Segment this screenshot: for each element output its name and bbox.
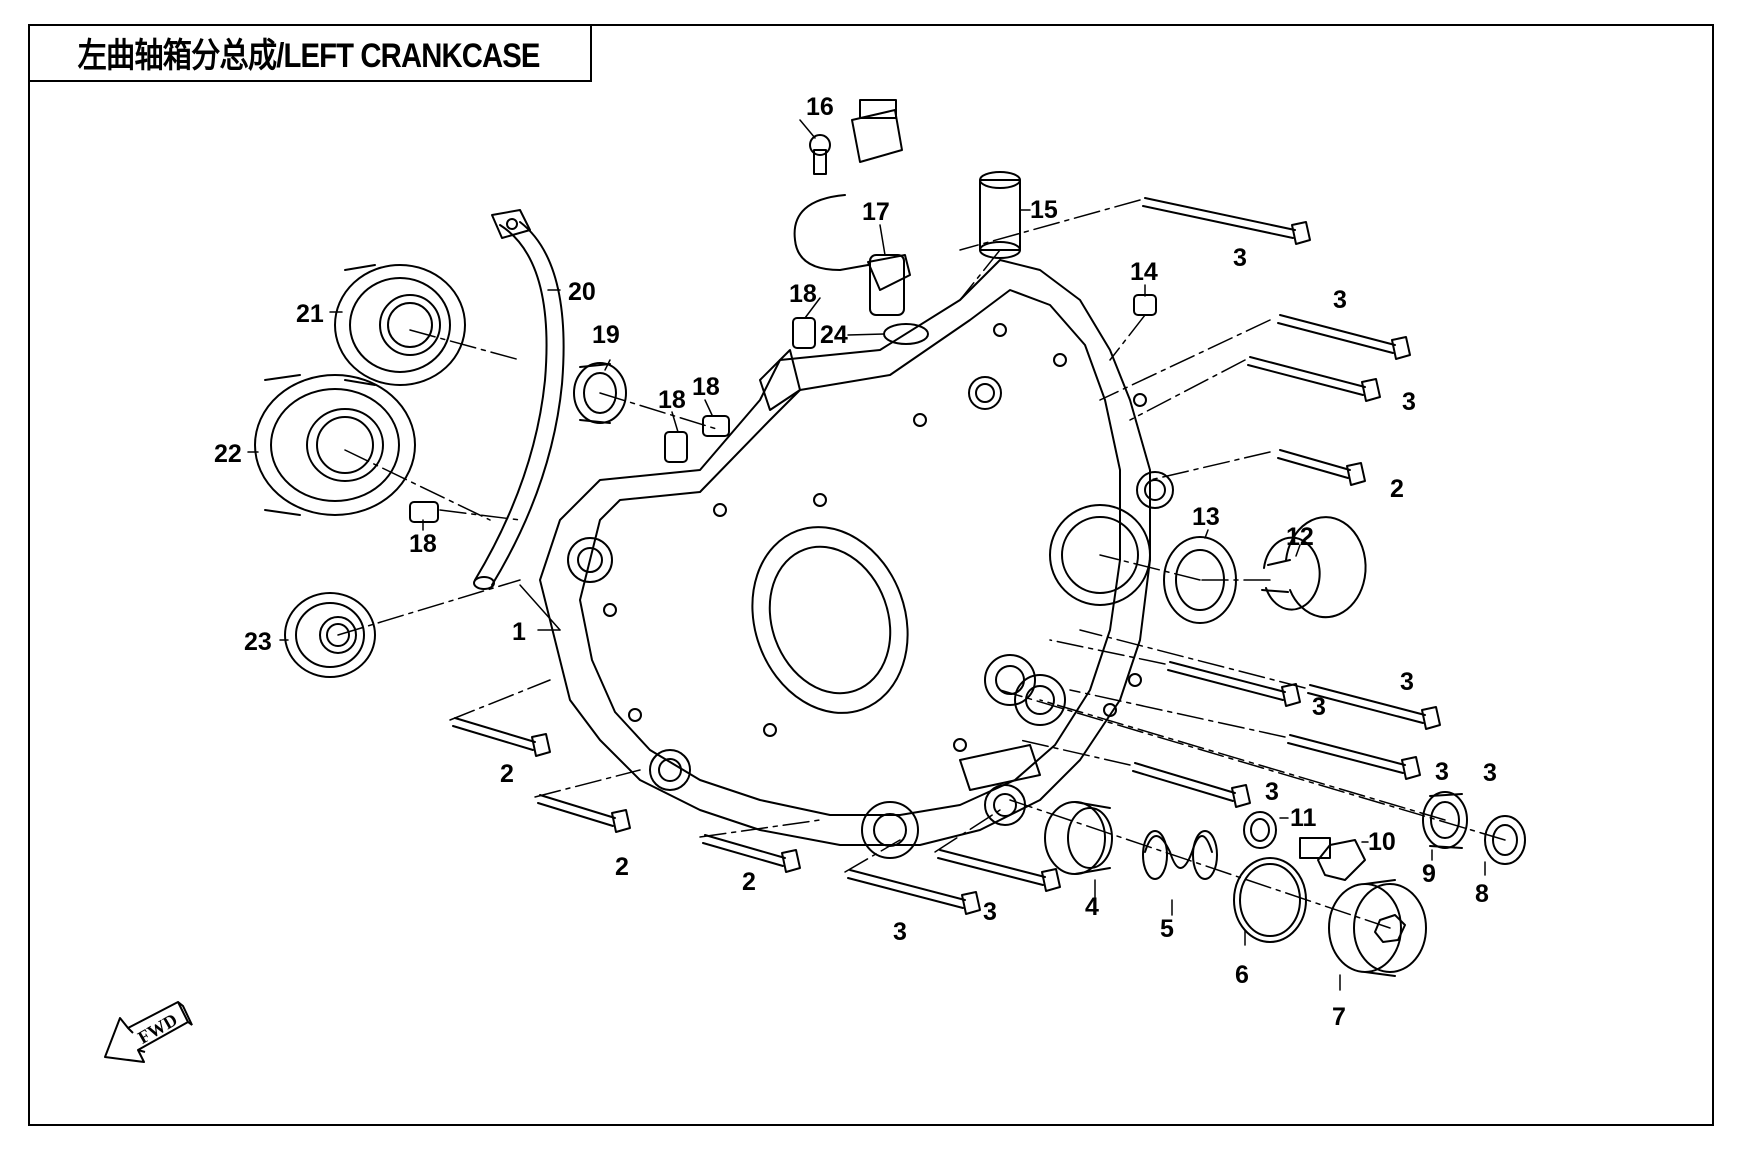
callout-3d: 3	[1400, 668, 1414, 696]
callout-3j: 3	[1483, 759, 1497, 787]
callout-3a: 3	[1233, 244, 1247, 272]
bolts	[452, 197, 1441, 915]
callout-21: 21	[296, 300, 324, 328]
callout-24: 24	[820, 321, 848, 349]
callout-17: 17	[862, 198, 890, 226]
callout-12: 12	[1286, 523, 1314, 551]
callout-7: 7	[1332, 1003, 1346, 1031]
callout-23: 23	[244, 628, 272, 656]
callout-18b: 18	[692, 373, 720, 401]
callout-2b: 2	[615, 853, 629, 881]
callout-2c: 2	[742, 868, 756, 896]
callout-4: 4	[1085, 893, 1099, 921]
spring-5	[1142, 830, 1218, 880]
circlip-12	[1261, 516, 1367, 619]
callout-labels: 1 2 2 2 2 3 3 3 3 3 3 3 3 3 3 4 5 6 7 8 …	[214, 93, 1497, 1031]
callout-19: 19	[592, 321, 620, 349]
title-box: 左曲轴箱分总成/LEFT CRANKCASE	[28, 24, 592, 82]
callout-11: 11	[1290, 804, 1317, 832]
callout-16: 16	[806, 93, 834, 121]
callout-18c: 18	[658, 386, 686, 414]
callout-3h: 3	[983, 898, 997, 926]
fwd-arrow: FWD	[104, 1001, 193, 1063]
callout-18a: 18	[789, 280, 817, 308]
callout-9: 9	[1422, 860, 1436, 888]
drawing-frame	[28, 24, 1714, 1126]
callout-1: 1	[512, 618, 526, 646]
bolt-10	[1299, 837, 1366, 881]
callout-3b: 3	[1333, 286, 1347, 314]
washer-11	[1243, 811, 1277, 849]
callout-5: 5	[1160, 915, 1174, 943]
callout-15: 15	[1030, 196, 1058, 224]
dowel-pins-18	[409, 317, 816, 523]
callout-10: 10	[1368, 828, 1396, 856]
callout-3i: 3	[893, 918, 907, 946]
diagram-title: 左曲轴箱分总成/LEFT CRANKCASE	[78, 36, 541, 75]
callout-20: 20	[568, 278, 596, 306]
callout-3g: 3	[1265, 778, 1279, 806]
callout-8: 8	[1475, 880, 1489, 908]
crankcase-body	[539, 259, 1174, 859]
callout-13: 13	[1192, 503, 1220, 531]
callout-22: 22	[214, 440, 242, 468]
callout-3c: 3	[1402, 388, 1416, 416]
callout-3e: 3	[1312, 693, 1326, 721]
bearing-23	[284, 592, 376, 678]
alignment-lines	[337, 199, 1506, 929]
seal-8	[1484, 815, 1526, 865]
bearing-22	[254, 374, 416, 516]
oil-pipe-20	[473, 209, 565, 590]
bearing-21	[334, 264, 466, 386]
plug-14	[1133, 294, 1157, 316]
cap-4	[1044, 801, 1113, 875]
callout-2d: 2	[1390, 475, 1404, 503]
leader-lines	[247, 119, 1486, 991]
callout-3f: 3	[1435, 758, 1449, 786]
bearing-9	[1422, 791, 1468, 849]
fitting-15	[979, 171, 1021, 259]
bush-19	[573, 362, 627, 424]
callout-6: 6	[1235, 961, 1249, 989]
plug-cap-7	[1328, 879, 1427, 977]
callout-14: 14	[1130, 258, 1158, 286]
speed-sensor-17	[793, 99, 929, 345]
callout-18d: 18	[409, 530, 437, 558]
callout-2a: 2	[500, 760, 514, 788]
